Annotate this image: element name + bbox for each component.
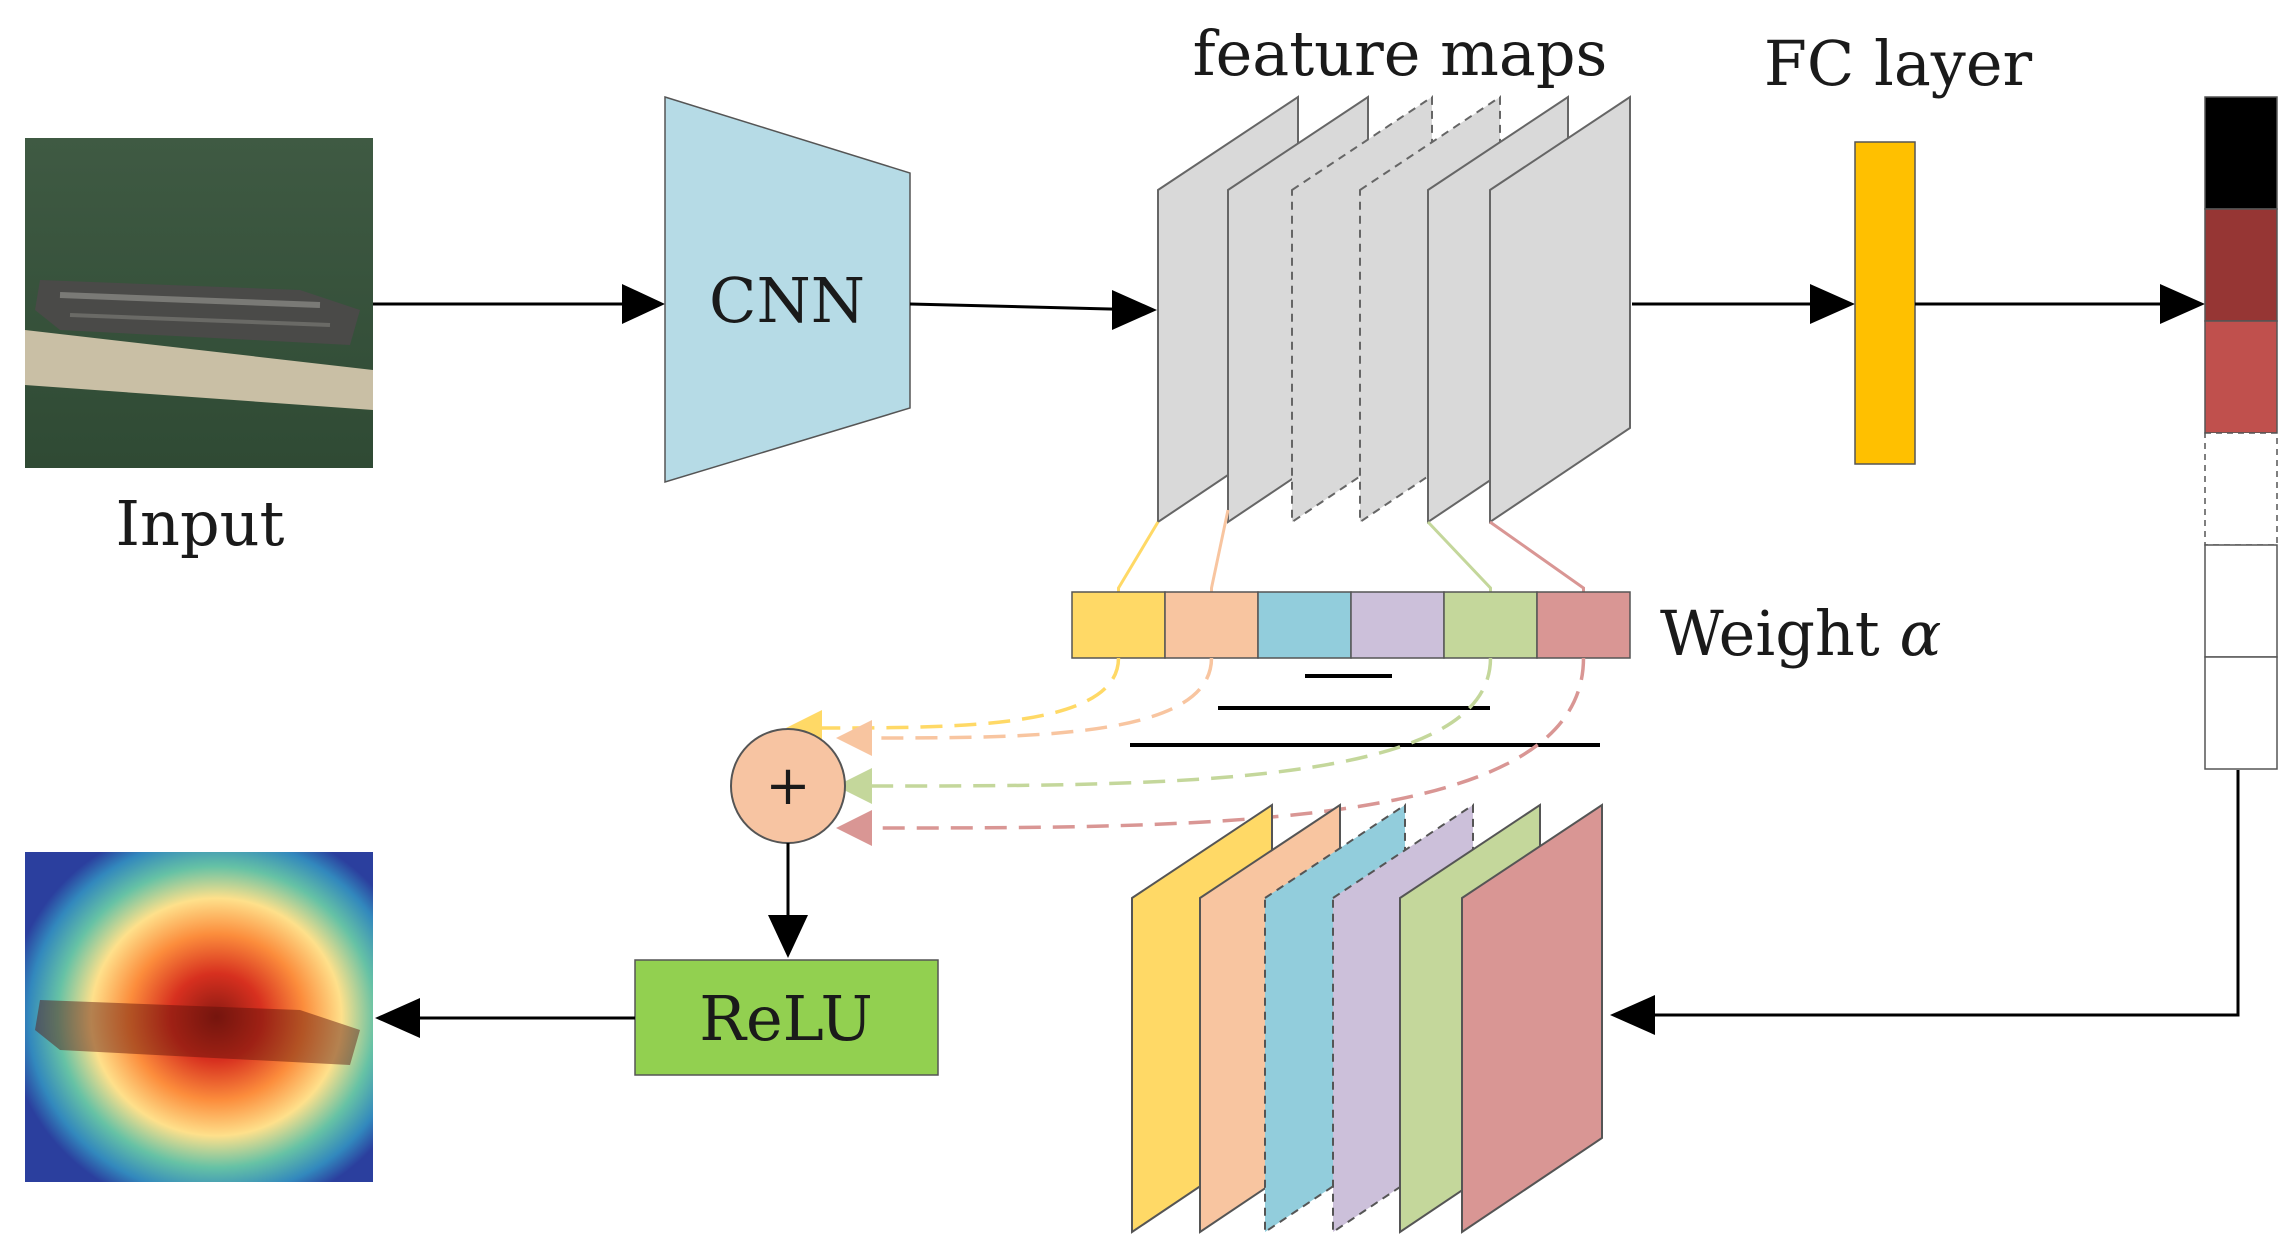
weight-cell-6	[1536, 591, 1631, 659]
arrowhead-sum-relu	[768, 915, 808, 958]
arrowhead-return	[1610, 995, 1655, 1035]
weighted-feature-map-stack	[1131, 803, 1603, 1234]
weight-connectors	[1117, 509, 1585, 592]
weight-curve-3	[869, 657, 1493, 788]
weight-curve-2	[869, 657, 1214, 740]
weighted-sum-curves	[786, 657, 1586, 846]
arrowhead-cnn-features	[1112, 290, 1157, 330]
weight-cell-3	[1257, 591, 1352, 659]
feature-maps-label: feature maps	[1193, 17, 1608, 90]
weight-cell-4	[1350, 591, 1445, 659]
arrowhead-input-cnn	[622, 284, 665, 324]
sum-node-symbol: +	[765, 754, 810, 817]
weight-connector-1	[1117, 521, 1160, 592]
output-score-cell-2	[2204, 208, 2278, 322]
output-score-cell-3	[2204, 320, 2278, 434]
output-score-cell-6	[2204, 656, 2278, 770]
output-score-cell-1	[2204, 96, 2278, 210]
weight-curve-arrowhead-3	[836, 768, 872, 804]
cnn-block	[664, 95, 911, 484]
arrowhead-fc-output	[2160, 284, 2205, 324]
relu-block	[634, 959, 939, 1076]
fc-layer-label: FC layer	[1764, 27, 2033, 100]
weight-curve-arrowhead-2	[836, 720, 872, 756]
arrow-cnn-to-features	[909, 302, 1151, 312]
weighted-feature-map-6	[1461, 803, 1603, 1234]
relu-label: ReLU	[699, 982, 872, 1055]
return-line	[1650, 770, 2240, 1017]
feature-map-stack	[1157, 95, 1631, 524]
weight-curve-4	[869, 657, 1586, 830]
weight-curve-arrowhead-4	[836, 810, 872, 846]
weight-connector-6	[1489, 520, 1585, 592]
cnn-label: CNN	[709, 264, 865, 337]
fc-layer-bar	[1854, 141, 1916, 465]
weight-label: Weight α	[1660, 597, 1941, 670]
feature-map-6	[1489, 95, 1631, 524]
weight-cell-2	[1164, 591, 1259, 659]
arrowhead-features-fc	[1810, 284, 1855, 324]
weight-cell-1	[1071, 591, 1166, 659]
output-score-vector	[2204, 96, 2278, 770]
weight-cell-5	[1443, 591, 1538, 659]
input-label: Input	[116, 487, 285, 560]
weight-curve-1	[819, 657, 1121, 730]
arrowhead-relu-heatmap	[375, 998, 420, 1038]
weight-connector-5	[1426, 520, 1492, 592]
output-score-cell-4	[2204, 432, 2278, 546]
output-score-cell-5	[2204, 544, 2278, 658]
heatmap-image	[25, 852, 373, 1182]
weight-connector-2	[1210, 509, 1230, 592]
weight-label-text: Weight	[1660, 597, 1899, 670]
input-image	[25, 138, 373, 468]
weight-alpha-symbol: α	[1899, 597, 1941, 670]
weight-bar	[1071, 591, 1631, 659]
